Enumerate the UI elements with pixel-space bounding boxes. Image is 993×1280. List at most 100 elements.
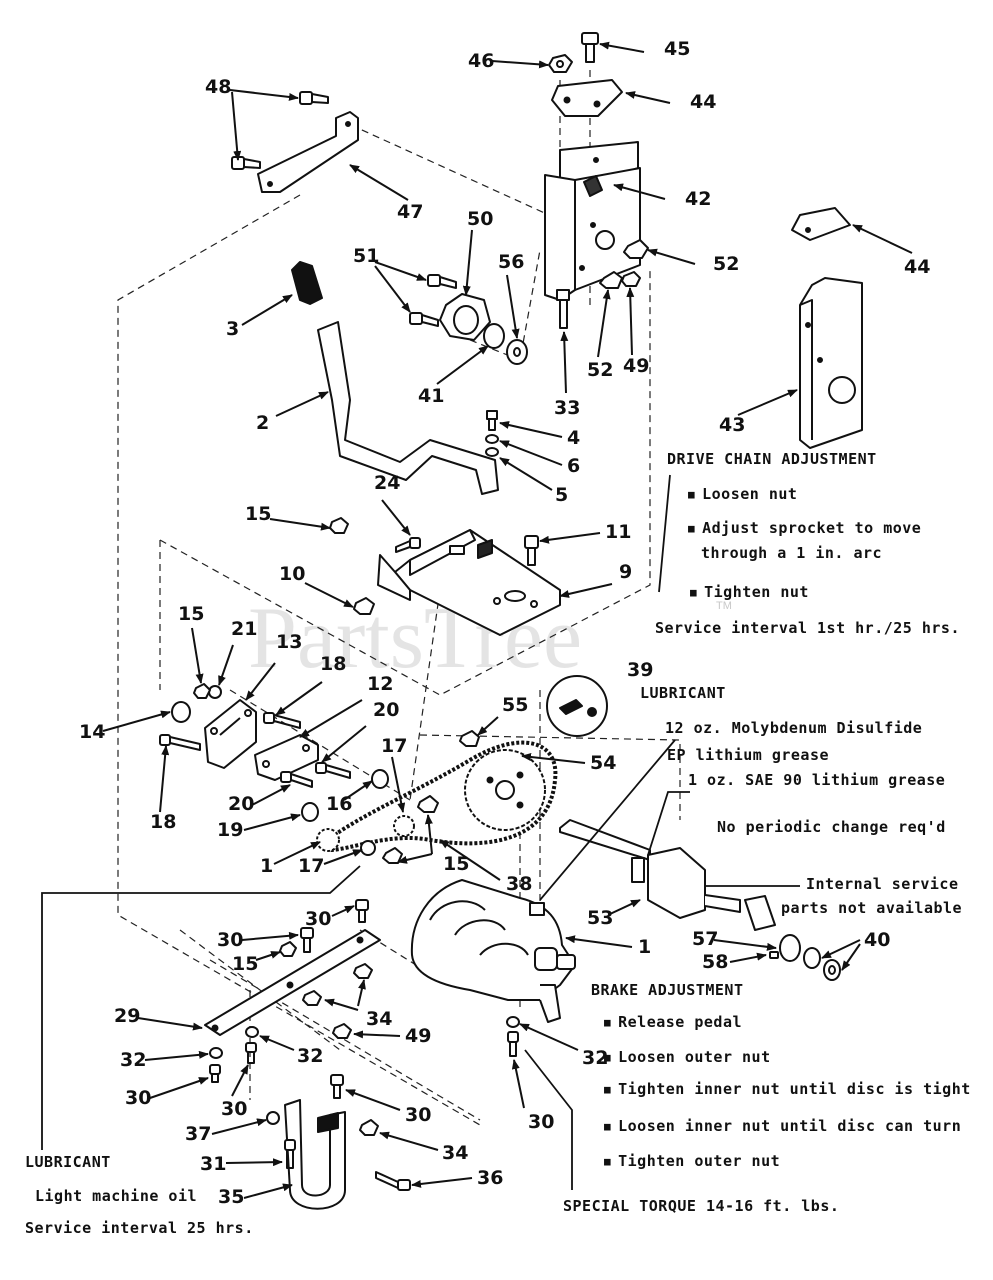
callout-arrow-30 — [241, 931, 299, 941]
callout-number-49: 49 — [405, 1025, 431, 1047]
callout-arrow-56 — [506, 274, 520, 339]
callout-arrow-34 — [379, 1131, 439, 1151]
part-30-bolt-b — [300, 927, 314, 953]
part-47-strap — [257, 111, 359, 193]
callout-number-4: 4 — [567, 427, 580, 449]
callout-arrow-44 — [625, 91, 671, 104]
note-leader-lines — [41, 474, 800, 1190]
callout-number-30: 30 — [305, 908, 331, 930]
part-55-nut — [459, 730, 480, 747]
callout-arrow-51 — [374, 261, 427, 281]
part-32-washer-b — [245, 1026, 259, 1038]
callout-arrow-32 — [519, 1023, 579, 1051]
drive-chain-step-3: Tighten nut — [690, 583, 809, 601]
callout-number-58: 58 — [702, 951, 728, 973]
callout-number-47: 47 — [397, 201, 423, 223]
callout-arrow-2 — [275, 391, 329, 417]
internal-service-line-1: Internal service — [806, 875, 959, 893]
callout-arrow-42 — [613, 183, 666, 200]
callout-arrow-4 — [499, 421, 563, 438]
lubricant-gear-title: LUBRICANT — [640, 684, 726, 702]
callout-arrow-15 — [255, 951, 281, 961]
callout-number-43: 43 — [719, 414, 745, 436]
part-17-sprocket-b — [316, 828, 340, 852]
callout-number-30: 30 — [221, 1098, 247, 1120]
lubricant-gear-line-3: 1 oz. SAE 90 lithium grease — [688, 771, 946, 789]
part-48-bolt-a — [299, 91, 329, 105]
callout-number-35: 35 — [218, 1186, 244, 1208]
callout-arrow-20 — [321, 725, 367, 763]
part-33-bolt — [556, 289, 570, 329]
part-34-nut-b — [359, 1119, 379, 1136]
callout-arrow-6 — [499, 440, 563, 466]
watermark-trademark: TM — [716, 600, 732, 612]
callout-number-6: 6 — [567, 455, 580, 477]
part-46-nut — [548, 54, 573, 73]
callout-number-24: 24 — [374, 472, 400, 494]
callout-number-54: 54 — [590, 752, 616, 774]
callout-number-5: 5 — [555, 484, 568, 506]
lubricant-chain-line-2: Service interval 25 hrs. — [25, 1219, 254, 1237]
callout-arrow-5 — [499, 457, 553, 491]
callout-arrow-33 — [560, 331, 569, 394]
callout-number-21: 21 — [231, 618, 257, 640]
callout-arrow-35 — [243, 1183, 293, 1199]
callout-number-17: 17 — [381, 735, 407, 757]
callout-number-2: 2 — [256, 412, 269, 434]
part-12-idler-arm — [254, 734, 319, 781]
callout-number-1: 1 — [260, 855, 273, 877]
part-45-screw — [581, 32, 599, 63]
callout-number-13: 13 — [276, 631, 302, 653]
callout-arrow-41 — [436, 345, 489, 385]
callout-number-34: 34 — [366, 1008, 392, 1030]
part-30-bolt-e — [507, 1031, 519, 1057]
callout-number-33: 33 — [554, 397, 580, 419]
callout-number-12: 12 — [367, 673, 393, 695]
callout-arrow-18 — [275, 681, 323, 716]
internal-service-line-2: parts not available — [781, 899, 963, 917]
part-58-key — [769, 951, 779, 959]
part-4-bolt — [486, 410, 498, 431]
part-36-bolt — [375, 1171, 411, 1191]
callout-arrow-40 — [841, 943, 861, 971]
callout-arrow-52 — [597, 289, 611, 358]
callout-arrow-53 — [609, 899, 641, 915]
callout-arrow-12 — [299, 699, 363, 738]
callout-number-56: 56 — [498, 251, 524, 273]
callout-arrow-15 — [424, 814, 433, 855]
callout-arrow-30 — [331, 905, 355, 917]
callout-number-20: 20 — [373, 699, 399, 721]
callout-number-42: 42 — [685, 188, 711, 210]
callout-number-45: 45 — [664, 38, 690, 60]
part-51-bolt-b — [409, 312, 439, 327]
callout-number-32: 32 — [582, 1047, 608, 1069]
callout-number-15: 15 — [178, 603, 204, 625]
part-32-washer-a — [209, 1047, 223, 1059]
callout-number-38: 38 — [506, 873, 532, 895]
drive-chain-interval: Service interval 1st hr./25 hrs. — [655, 619, 960, 637]
part-14-spacer — [171, 701, 191, 723]
callout-arrow-30 — [345, 1089, 401, 1111]
callout-arrow-30 — [149, 1077, 209, 1099]
part-15-nut-c — [417, 795, 439, 813]
callout-arrow-43 — [737, 389, 798, 416]
callout-number-41: 41 — [418, 385, 444, 407]
part-34-nut-c — [302, 990, 322, 1006]
brake-step-5: Tighten outer nut — [604, 1152, 780, 1170]
part-20-bolt-a — [315, 762, 351, 779]
callout-number-17: 17 — [298, 855, 324, 877]
callout-arrow-51 — [374, 265, 411, 313]
callout-arrow-30 — [231, 1064, 249, 1097]
part-30-bolt-f — [330, 1074, 344, 1099]
lubricant-gear-line-2: EP lithium grease — [667, 746, 830, 764]
part-57-sleeve — [744, 895, 776, 931]
callout-number-30: 30 — [528, 1111, 554, 1133]
callout-arrow-34 — [324, 998, 359, 1011]
callout-number-36: 36 — [477, 1167, 503, 1189]
part-39-lube-inset — [546, 675, 608, 737]
callout-number-30: 30 — [405, 1104, 431, 1126]
callout-arrow-14 — [102, 710, 171, 732]
callout-arrow-19 — [243, 813, 301, 831]
part-49-nut-a — [621, 271, 641, 287]
